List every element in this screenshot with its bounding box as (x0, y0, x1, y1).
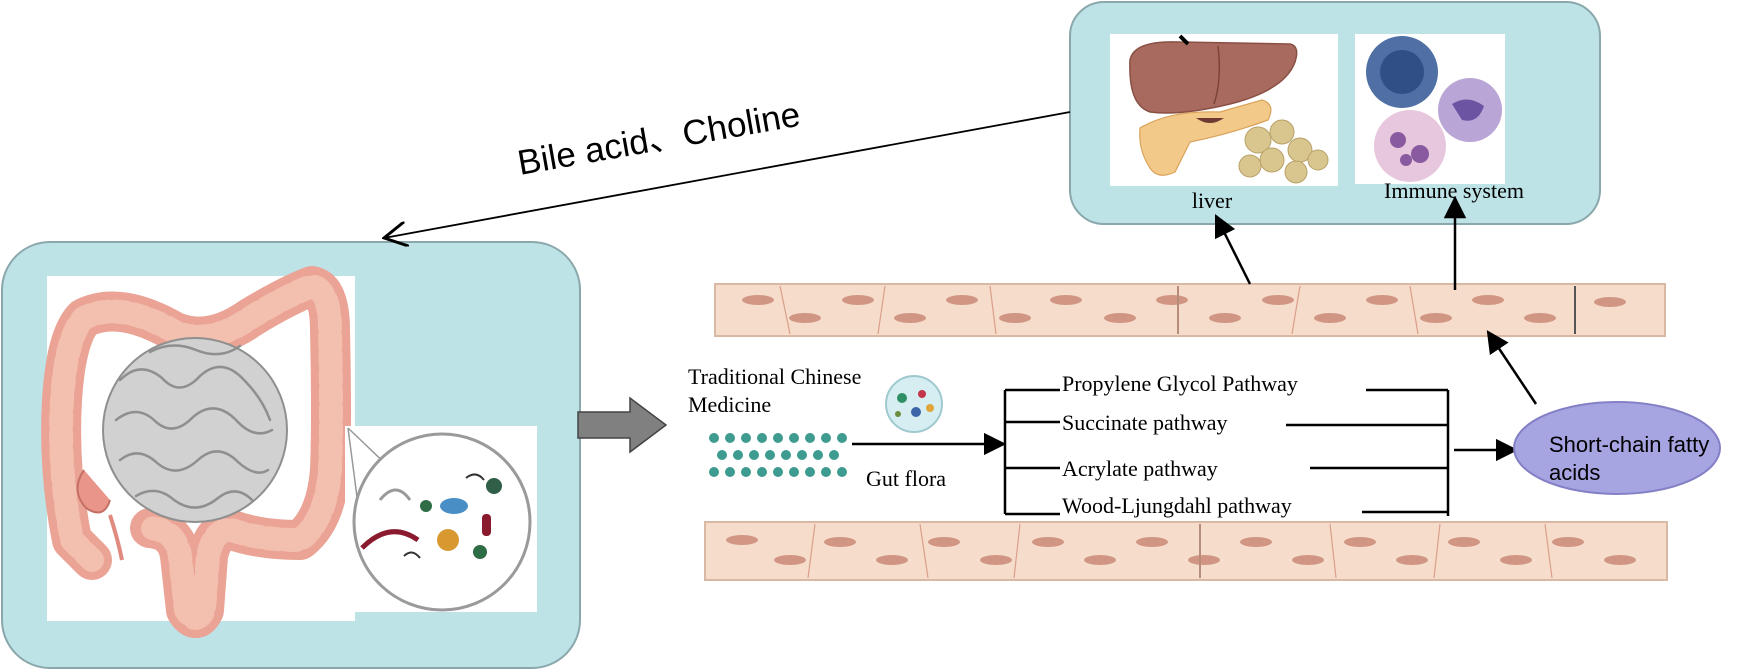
tissue-to-liver-arrow (1214, 213, 1252, 285)
pathway-label-wood-ljungdahl: Wood-Ljungdahl pathway (1062, 493, 1292, 518)
bacteria-strip-icon (703, 428, 851, 484)
gut-flora-label: Gut flora (866, 466, 946, 491)
tissue-band-lower (704, 521, 1668, 581)
scfa-label-line1: Short-chain fatty (1549, 432, 1709, 457)
organs-panel: liver Immune system (1069, 1, 1601, 225)
intestine-panel (1, 241, 581, 669)
tcm-label-line2: Medicine (688, 392, 771, 417)
pathways-right-bracket (1286, 388, 1450, 516)
immune-cells-illustration (1355, 34, 1505, 184)
pathways-left-bracket (1003, 388, 1060, 516)
intestine-illustration (41, 266, 355, 638)
scfa-node: Short-chain fatty acids (1513, 401, 1721, 495)
microbes-magnifier-icon (345, 426, 537, 612)
pathway-label-succinate: Succinate pathway (1062, 410, 1228, 435)
liver-label: liver (1192, 188, 1233, 213)
scfa-to-tissue-arrow (1486, 330, 1538, 405)
pathway-label-propylene-glycol: Propylene Glycol Pathway (1062, 371, 1298, 396)
bile-acid-choline-arrow (384, 111, 1071, 238)
liver-illustration (1110, 34, 1338, 186)
block-arrow (577, 396, 668, 454)
tissue-band-upper (714, 283, 1666, 337)
bacteria-dish-icon (885, 375, 943, 433)
scfa-label-line2: acids (1549, 460, 1600, 485)
pathway-label-acrylate: Acrylate pathway (1062, 456, 1218, 481)
tcm-label-line1: Traditional Chinese (688, 364, 861, 389)
